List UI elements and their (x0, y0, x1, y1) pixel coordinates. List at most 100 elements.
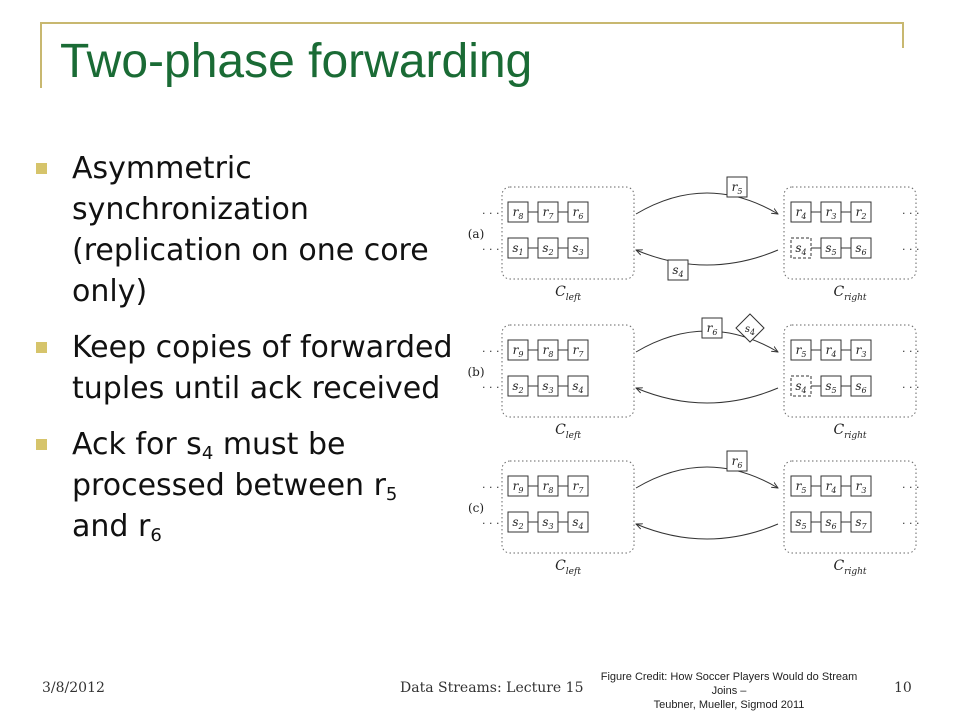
tuple-box (790, 375, 812, 397)
tuple-box (820, 237, 842, 259)
tuple-label: s4 (672, 263, 683, 279)
ack-diamond (735, 313, 765, 343)
core-right-name: Cright (833, 284, 866, 303)
tuple-label: s3 (572, 241, 583, 257)
backward-arrow (636, 250, 779, 266)
tuple-label: r7 (573, 343, 585, 359)
slide-title: Two-phase forwarding (60, 35, 533, 88)
tuple-box (850, 375, 872, 397)
ellipsis-dots: · · · (482, 243, 499, 256)
tuple-box (820, 511, 842, 533)
tuple-label: s6 (855, 241, 866, 257)
tuple-box (790, 339, 812, 361)
tuple-label: r9 (513, 343, 524, 359)
ellipsis-dots: · · · (902, 481, 919, 494)
tuple-box (537, 475, 559, 497)
tuple-label: s4 (795, 379, 806, 395)
tuple-label: r9 (513, 479, 524, 495)
ack-label: s4 (745, 324, 755, 337)
tuple-box (537, 201, 559, 223)
tuple-label: r8 (543, 479, 554, 495)
tuple-box (820, 475, 842, 497)
ellipsis-dots: · · · (902, 381, 919, 394)
ellipsis-dots: · · · (902, 345, 919, 358)
footer-course: Data Streams: Lecture 15 (400, 680, 584, 696)
ellipsis-dots: · · · (902, 517, 919, 530)
ellipsis-dots: · · · (482, 381, 499, 394)
tuple-box (507, 339, 529, 361)
ellipsis-dots: · · · (482, 517, 499, 530)
core-left-name: Cleft (555, 284, 581, 303)
tuple-label: r6 (573, 205, 584, 221)
tuple-box (507, 201, 529, 223)
tuple-label: s5 (825, 241, 836, 257)
core-right-name: Cright (833, 422, 866, 441)
tuple-box (850, 237, 872, 259)
tuple-box (567, 511, 589, 533)
tuple-label: s3 (542, 379, 553, 395)
tuple-label: r5 (796, 343, 807, 359)
core-left-container (501, 460, 635, 554)
bullet-text-part: must be processed between r (72, 427, 386, 503)
in-flight-tuple (726, 450, 748, 472)
bullet-text-part: and r (72, 509, 151, 544)
tuple-box (507, 237, 529, 259)
in-flight-tuple (667, 259, 689, 281)
bullet-text: Ack for s4 must be processed between r5 … (72, 427, 397, 546)
core-left-container (501, 324, 635, 418)
credit-line: Teubner, Mueller, Sigmod 2011 (653, 699, 805, 711)
tuple-label: r8 (543, 343, 554, 359)
tuple-label: r3 (856, 343, 867, 359)
tuple-label: s5 (825, 379, 836, 395)
tuple-box (567, 201, 589, 223)
core-right-container (783, 324, 917, 418)
subscript: 6 (150, 525, 162, 546)
tuple-label: s2 (512, 515, 523, 531)
tuple-label: s5 (795, 515, 806, 531)
tuple-label: s6 (855, 379, 866, 395)
frame-top-rule (40, 22, 904, 24)
bullet-text: Keep copies of forwarded tuples until ac… (72, 330, 453, 406)
tuple-box (850, 511, 872, 533)
core-right-name: Cright (833, 558, 866, 577)
panel-label: (a) (468, 227, 485, 241)
tuple-label: r3 (826, 205, 837, 221)
tuple-box (537, 237, 559, 259)
tuple-label: s3 (542, 515, 553, 531)
tuple-label: r6 (707, 321, 718, 337)
tuple-box (567, 375, 589, 397)
core-left-name: Cleft (555, 422, 581, 441)
bullet-marker-icon (36, 163, 47, 174)
core-left-name: Cleft (555, 558, 581, 577)
tuple-box (507, 375, 529, 397)
tuple-label: r5 (796, 479, 807, 495)
bullet-item: Ack for s4 must be processed between r5 … (36, 424, 456, 547)
tuple-label: r3 (856, 479, 867, 495)
panel-label: (b) (467, 365, 484, 379)
tuple-label: s2 (542, 241, 553, 257)
in-flight-tuple (726, 176, 748, 198)
footer-page-number: 10 (894, 680, 912, 696)
forward-arrow (635, 466, 778, 488)
ellipsis-dots: · · · (902, 207, 919, 220)
core-left-container (501, 186, 635, 280)
tuple-label: s4 (572, 515, 583, 531)
tuple-box (507, 475, 529, 497)
bullet-text: Asymmetric synchronization (replication … (72, 151, 429, 309)
backward-arrow (636, 524, 779, 540)
tuple-box (567, 475, 589, 497)
figure-credit: Figure Credit: How Soccer Players Would … (594, 670, 864, 712)
core-right-container (783, 186, 917, 280)
tuple-box (507, 511, 529, 533)
bullet-text-part: Ack for s (72, 427, 202, 462)
tuple-box (537, 339, 559, 361)
panel-label: (c) (468, 501, 484, 515)
bullet-list: Asymmetric synchronization (replication … (36, 148, 456, 562)
tuple-label: r4 (826, 479, 837, 495)
tuple-label: r4 (826, 343, 837, 359)
tuple-box (790, 511, 812, 533)
tuple-box (820, 201, 842, 223)
tuple-label: r6 (732, 454, 743, 470)
core-right-container (783, 460, 917, 554)
